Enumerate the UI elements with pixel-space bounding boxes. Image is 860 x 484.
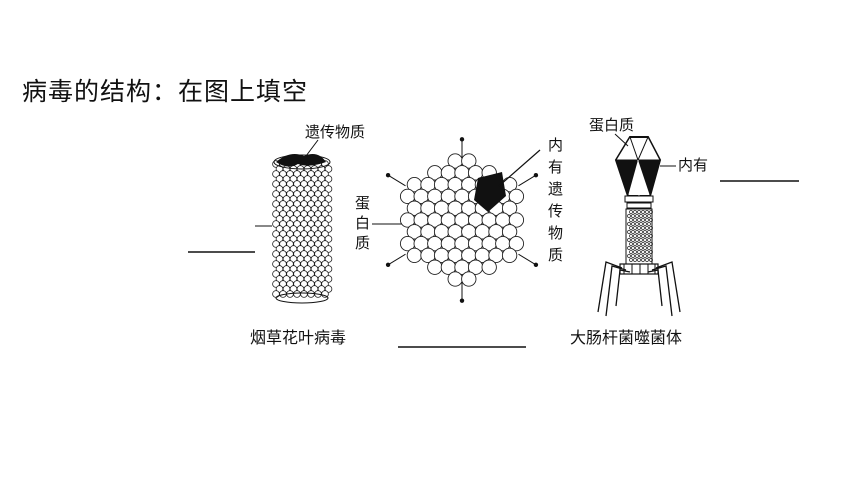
adenovirus-inner-char: 有 [548, 158, 563, 176]
adenovirus-protein-char: 质 [355, 234, 370, 252]
adenovirus-inner-char: 传 [548, 202, 563, 220]
phage-label-protein: 蛋白质 [589, 116, 634, 134]
phage-baseplate [619, 263, 659, 275]
tmv-label-nucleic: 遗传物质 [305, 123, 365, 141]
adenovirus-label-protein: 蛋 白 质 [355, 194, 370, 252]
tmv-capsid-rod [272, 154, 333, 304]
adenovirus-label-inner: 内 有 遗 传 物 质 [548, 136, 563, 264]
adenovirus-inner-char: 内 [548, 136, 563, 154]
phage-head [614, 135, 662, 197]
adenovirus-protein-char: 白 [355, 214, 370, 232]
tmv-nucleic-acid [276, 154, 326, 167]
tmv-nucleic-leader [305, 139, 319, 157]
adenovirus-capsomeres [399, 153, 525, 287]
adenovirus-illustration [385, 137, 539, 303]
adenovirus-protein-char: 蛋 [355, 194, 370, 212]
adenovirus-core [474, 172, 506, 212]
adenovirus-inner-char: 质 [548, 246, 563, 264]
page-title: 病毒的结构：在图上填空 [22, 77, 309, 106]
phage-collar [624, 195, 654, 209]
phage-caption: 大肠杆菌噬菌体 [570, 328, 682, 347]
adenovirus-fibers [385, 137, 539, 303]
adenovirus-inner-char: 物 [548, 224, 563, 242]
phage-protein-leader [614, 133, 629, 147]
tmv-illustration [272, 154, 333, 304]
adenovirus-inner-char: 遗 [548, 180, 563, 198]
tmv-caption: 烟草花叶病毒 [250, 328, 346, 347]
phage-illustration [597, 135, 681, 317]
phage-tail-fibers [597, 261, 681, 317]
adenovirus-inner-leader [498, 149, 541, 187]
phage-tail-sheath [625, 208, 653, 265]
phage-label-inner: 内有 [678, 156, 708, 174]
